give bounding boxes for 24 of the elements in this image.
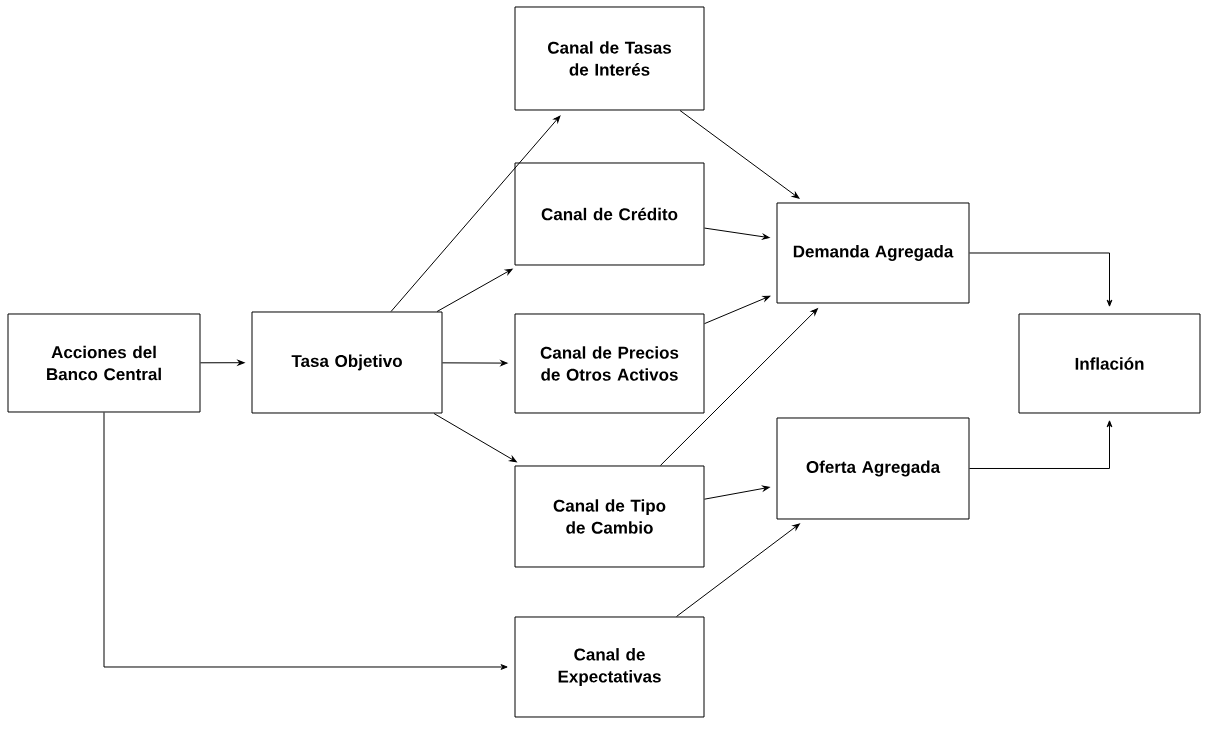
- arrow: [200, 359, 245, 366]
- arrow: [704, 485, 770, 500]
- process-box: Canal de Crédito: [514, 162, 705, 266]
- arrow: [436, 268, 513, 312]
- process-box: Canal de Tasas de Interés: [514, 6, 705, 111]
- process-box: Demanda Agregada: [776, 202, 970, 304]
- arrow: [433, 413, 517, 463]
- process-box: Inflación: [1018, 313, 1201, 414]
- arrow: [679, 110, 800, 199]
- arrow: [103, 412, 508, 670]
- arrow: [704, 227, 770, 240]
- process-box: Acciones del Banco Central: [7, 313, 201, 413]
- process-box: Canal de Precios de Otros Activos: [514, 313, 705, 414]
- arrow: [390, 115, 561, 312]
- arrow: [442, 360, 508, 366]
- process-box: Oferta Agregada: [776, 417, 970, 520]
- arrow: [969, 252, 1113, 307]
- arrow: [969, 420, 1113, 469]
- process-box: Canal de Tipo de Cambio: [514, 465, 705, 568]
- arrow: [659, 308, 818, 466]
- arrow: [676, 523, 800, 617]
- process-box: Tasa Objetivo: [251, 311, 443, 414]
- process-box: Canal de Expectativas: [514, 616, 705, 718]
- arrow: [704, 295, 771, 325]
